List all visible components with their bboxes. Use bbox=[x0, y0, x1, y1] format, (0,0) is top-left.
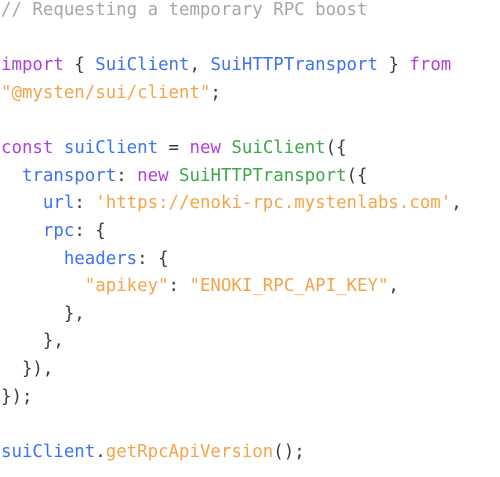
code-line: "apikey": "ENOKI_RPC_API_KEY", bbox=[1, 276, 399, 298]
code-token-punct: : { bbox=[137, 248, 169, 269]
code-line: // Requesting a temporary RPC boost bbox=[1, 0, 367, 22]
code-line: import { SuiClient, SuiHTTPTransport } f… bbox=[1, 55, 451, 77]
code-token-punct bbox=[1, 195, 43, 212]
code-token-punct bbox=[1, 168, 22, 185]
code-token-punct: ({ bbox=[325, 138, 347, 159]
code-token-ident: SuiClient bbox=[95, 55, 190, 76]
code-token-punct bbox=[53, 140, 63, 157]
code-token-keyword: new bbox=[189, 138, 221, 159]
code-token-punct: , bbox=[189, 55, 211, 76]
code-token-ident: SuiHTTPTransport bbox=[210, 55, 378, 76]
code-token-punct: , bbox=[388, 276, 399, 297]
code-token-keyword: import bbox=[1, 55, 64, 76]
code-token-punct: }, bbox=[1, 331, 64, 352]
code-token-punct: . bbox=[95, 441, 106, 462]
code-line: const suiClient = new SuiClient({ bbox=[1, 138, 347, 160]
code-token-class: SuiClient bbox=[231, 138, 326, 159]
code-token-punct bbox=[169, 168, 179, 185]
code-line: }, bbox=[1, 331, 64, 353]
code-token-punct: } bbox=[377, 55, 410, 76]
code-token-punct: = bbox=[158, 138, 190, 159]
code-line: }), bbox=[1, 359, 53, 381]
code-token-punct: : bbox=[116, 165, 138, 186]
code-token-punct: , bbox=[451, 193, 462, 214]
code-token-punct: ; bbox=[210, 83, 221, 104]
code-token-punct: : bbox=[168, 276, 190, 297]
code-token-prop: rpc bbox=[42, 221, 75, 242]
code-line: "@mysten/sui/client"; bbox=[1, 83, 221, 105]
code-token-punct: }); bbox=[1, 386, 33, 407]
code-token-prop: transport bbox=[21, 165, 117, 186]
code-token-punct: { bbox=[63, 55, 96, 76]
code-token-class: SuiHTTPTransport bbox=[179, 165, 347, 186]
code-token-string: getRpcApiVersion bbox=[105, 441, 274, 462]
code-line: transport: new SuiHTTPTransport({ bbox=[1, 166, 368, 188]
code-token-punct: }), bbox=[1, 359, 54, 380]
code-token-string: 'https://enoki-rpc.mystenlabs.com' bbox=[95, 193, 452, 214]
code-token-ident: suiClient bbox=[1, 441, 96, 462]
code-token-keyword: new bbox=[137, 165, 169, 186]
code-token-string: "@mysten/sui/client" bbox=[1, 83, 211, 104]
code-token-punct: ({ bbox=[346, 165, 368, 186]
code-token-ident: suiClient bbox=[63, 138, 159, 159]
code-token-punct bbox=[221, 140, 231, 157]
code-line: }, bbox=[1, 304, 85, 326]
code-line: headers: { bbox=[1, 248, 169, 270]
code-line: }); bbox=[1, 386, 32, 408]
code-token-punct bbox=[1, 223, 43, 240]
code-token-string: "ENOKI_RPC_API_KEY" bbox=[189, 276, 389, 297]
code-token-punct: (); bbox=[273, 441, 305, 462]
code-token-prop: headers bbox=[63, 248, 138, 269]
code-token-punct: : bbox=[74, 193, 96, 214]
code-line: suiClient.getRpcApiVersion(); bbox=[1, 442, 305, 464]
code-token-keyword: from bbox=[409, 55, 452, 76]
code-token-punct bbox=[1, 278, 85, 295]
code-line: rpc: { bbox=[1, 221, 106, 243]
code-token-string: "apikey" bbox=[84, 276, 169, 297]
code-token-prop: url bbox=[42, 193, 75, 214]
code-line: url: 'https://enoki-rpc.mystenlabs.com', bbox=[1, 193, 462, 215]
code-token-punct: : { bbox=[74, 221, 106, 242]
code-token-keyword: const bbox=[1, 138, 54, 159]
code-token-comment: // Requesting a temporary RPC boost bbox=[1, 0, 368, 21]
code-token-punct bbox=[1, 251, 64, 268]
code-token-punct: }, bbox=[1, 303, 85, 324]
